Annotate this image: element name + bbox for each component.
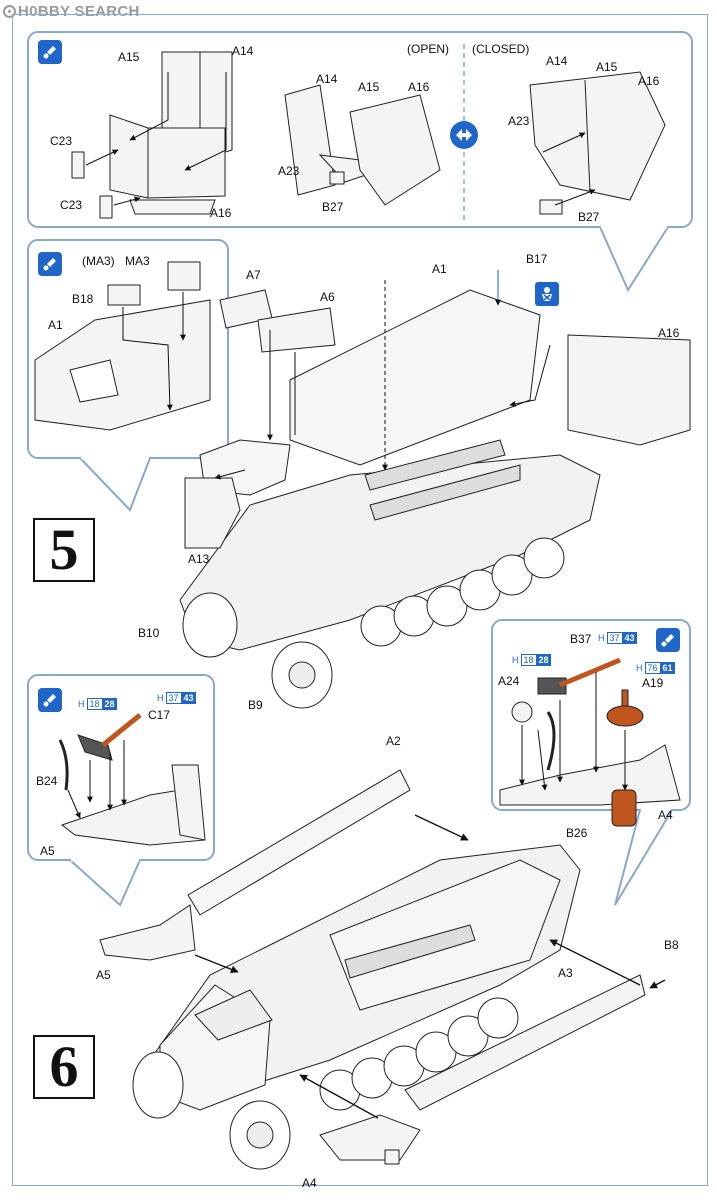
- part-label: A4: [302, 1176, 317, 1190]
- open-label: (OPEN): [407, 42, 449, 56]
- part-label: A14: [316, 72, 338, 86]
- part-label: A5: [40, 844, 55, 858]
- part-label: A4: [658, 808, 673, 822]
- part-label: A1: [48, 318, 63, 332]
- part-label: B18: [72, 292, 94, 306]
- part-label: A16: [408, 80, 430, 94]
- step6-wheels: [132, 997, 519, 1170]
- watermark-ring-icon: [3, 4, 16, 18]
- part-label: B37: [570, 632, 592, 646]
- remove-icon: [535, 282, 559, 306]
- part-label: B26: [566, 826, 588, 840]
- door-parts-exploded: [71, 51, 233, 219]
- part-label: A7: [246, 268, 261, 282]
- step6-left-pointer: [69, 859, 141, 907]
- part-label: B27: [578, 210, 600, 224]
- door-detail-pointer: [599, 226, 669, 293]
- part-label: MA3: [125, 254, 150, 268]
- part-label: A15: [118, 50, 140, 64]
- step-number-5: 5: [33, 518, 95, 582]
- part-label: A23: [508, 114, 530, 128]
- part-label: A24: [498, 674, 520, 688]
- part-label: B9: [248, 698, 263, 712]
- part-label: A16: [210, 206, 232, 220]
- step5-inset-parts: [34, 261, 211, 431]
- part-label: A1: [432, 262, 447, 276]
- paint-icon: [38, 688, 62, 712]
- part-label: C23: [50, 134, 73, 148]
- part-label: A14: [546, 54, 568, 68]
- part-label: A14: [232, 44, 254, 58]
- watermark-logo: H0BBY SEARCH: [3, 2, 140, 20]
- part-label: A23: [278, 164, 300, 178]
- step5-vehicle: [179, 289, 691, 651]
- closed-label: (CLOSED): [472, 42, 530, 56]
- part-label: B17: [526, 252, 548, 266]
- part-label: A15: [358, 80, 380, 94]
- door-closed-assembly: [529, 71, 666, 215]
- paint-icon: [38, 252, 62, 276]
- part-label: A5: [96, 968, 111, 982]
- page-frame: [12, 14, 708, 1186]
- step6-a4-part: [319, 1114, 421, 1165]
- part-label: B27: [322, 200, 344, 214]
- part-label: A3: [558, 966, 573, 980]
- part-label: A16: [658, 326, 680, 340]
- step6-right-pointer: [614, 809, 673, 906]
- part-label: B10: [138, 626, 160, 640]
- step-number-6: 6: [33, 1035, 95, 1099]
- part-label: A2: [386, 734, 401, 748]
- swap-icon: [452, 123, 476, 147]
- part-label: (MA3): [82, 254, 115, 268]
- step5-inset-pointer: [79, 457, 151, 512]
- paint-icon: [38, 40, 62, 64]
- door-detail-box: [27, 31, 693, 228]
- watermark-text: H0BBY SEARCH: [18, 2, 140, 20]
- paint-icon: [656, 628, 680, 652]
- part-label: B8: [664, 938, 679, 952]
- step6-a5-part: [99, 904, 196, 961]
- part-label: A6: [320, 290, 335, 304]
- part-label: C17: [148, 708, 171, 722]
- part-label: A19: [642, 676, 664, 690]
- step6-left-parts: [58, 713, 206, 846]
- part-label: A16: [638, 74, 660, 88]
- part-label: A13: [188, 552, 210, 566]
- door-open-assembly: [284, 84, 441, 206]
- step6-vehicle: [149, 769, 646, 1111]
- step6-right-inset-box: [491, 619, 691, 811]
- part-label: A15: [596, 60, 618, 74]
- part-label: C23: [60, 198, 83, 212]
- part-label: B24: [36, 774, 58, 788]
- step5-wheels: [182, 537, 565, 709]
